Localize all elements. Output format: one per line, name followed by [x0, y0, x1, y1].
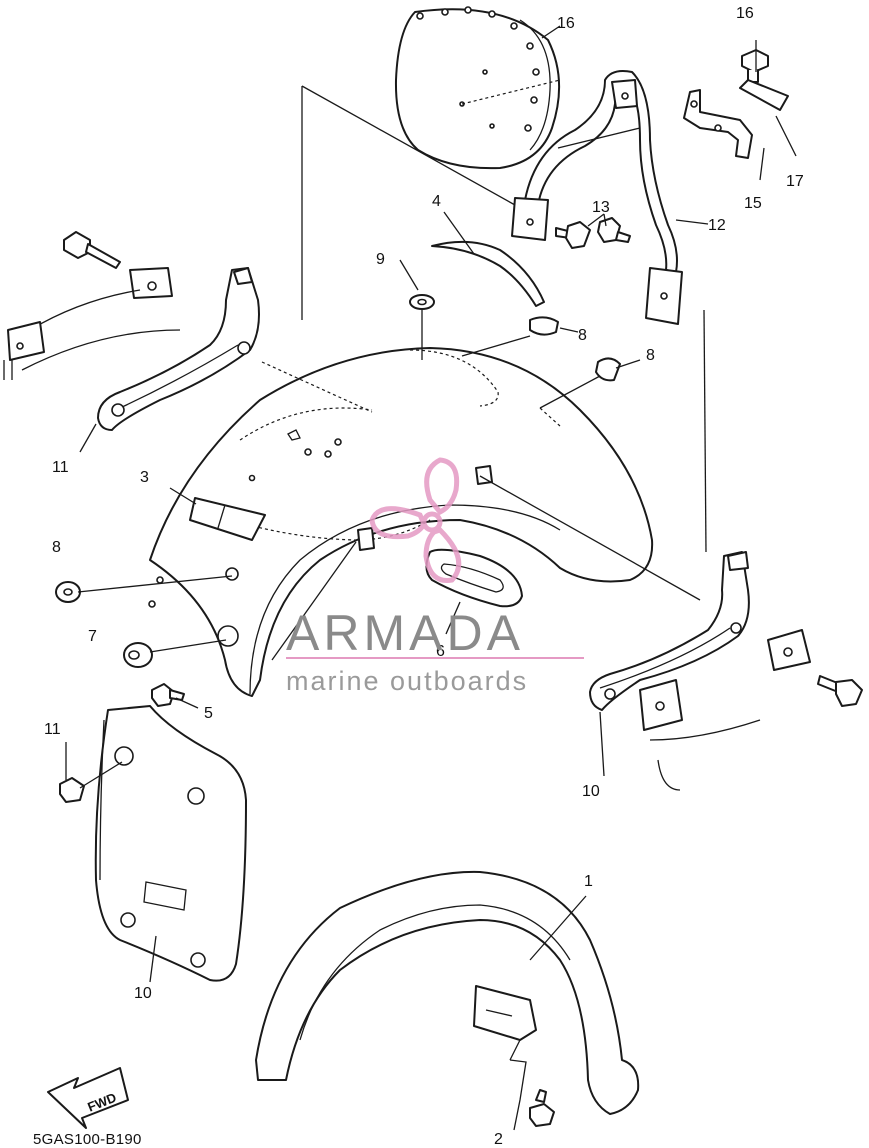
- callout-7: 7: [88, 628, 97, 645]
- callout-18: 16: [736, 5, 754, 22]
- grommet-large: [123, 642, 153, 668]
- washer: [409, 294, 435, 310]
- frame-bolts: [555, 217, 631, 249]
- watermark-subtitle: marine outboards: [286, 666, 528, 696]
- right-bracket: [639, 629, 863, 791]
- watermark-title: ARMADA: [286, 605, 524, 661]
- callout-17: 15: [744, 195, 762, 212]
- callout-9: 9: [376, 251, 385, 268]
- frame-bracket: [683, 89, 753, 159]
- propeller-logo-icon: [369, 457, 462, 583]
- grommet-right: [595, 357, 621, 382]
- backrest-frame: [511, 70, 683, 325]
- callout-11: 11: [44, 721, 61, 738]
- fwd-arrow-icon: FWD: [47, 1067, 129, 1129]
- frame-pad: [739, 79, 789, 111]
- grommet-left: [55, 581, 81, 603]
- side-cover: [94, 705, 247, 982]
- callout-12: 10: [582, 783, 600, 800]
- taillight-housing: [425, 548, 523, 608]
- backrest-pad: [394, 6, 561, 170]
- bracket-bolt: [741, 49, 769, 83]
- callout-13: 11: [52, 459, 69, 476]
- diagram-code: 5GAS100-B190: [33, 1131, 142, 1148]
- callout-4: 4: [432, 193, 441, 210]
- front-fender-bolt: [529, 1089, 555, 1127]
- callout-5: 5: [204, 705, 213, 722]
- callout-8-left: 8: [52, 539, 61, 556]
- left-bracket: [3, 231, 181, 380]
- callout-1: 1: [584, 873, 593, 890]
- callout-19: 17: [786, 173, 804, 190]
- leader-lines: [65, 25, 797, 1131]
- callout-6: 6: [436, 643, 445, 660]
- side-cover-bolt: [59, 761, 123, 803]
- callout-2: 2: [494, 1131, 503, 1147]
- callout-8-right: 8: [646, 347, 655, 364]
- right-grab-bar: [589, 551, 750, 711]
- callout-16: 16: [557, 15, 575, 32]
- callout-3: 3: [140, 469, 149, 486]
- callout-15: 13: [592, 199, 610, 216]
- callout-10: 10: [134, 985, 152, 1002]
- left-grab-bar: [97, 267, 260, 431]
- grommet-upper: [529, 316, 559, 336]
- callout-14: 12: [708, 217, 726, 234]
- front-fender: [255, 870, 640, 1115]
- watermark: ARMADA marine outboards: [286, 457, 584, 696]
- callout-labels: 16 16 17 15 13 12 4 9 8 8 11 3 8 7 6 5 1…: [44, 5, 804, 1147]
- fender-trim-strip: [431, 240, 545, 307]
- fender-bolt-small: [151, 683, 185, 707]
- callout-8-upper: 8: [578, 327, 587, 344]
